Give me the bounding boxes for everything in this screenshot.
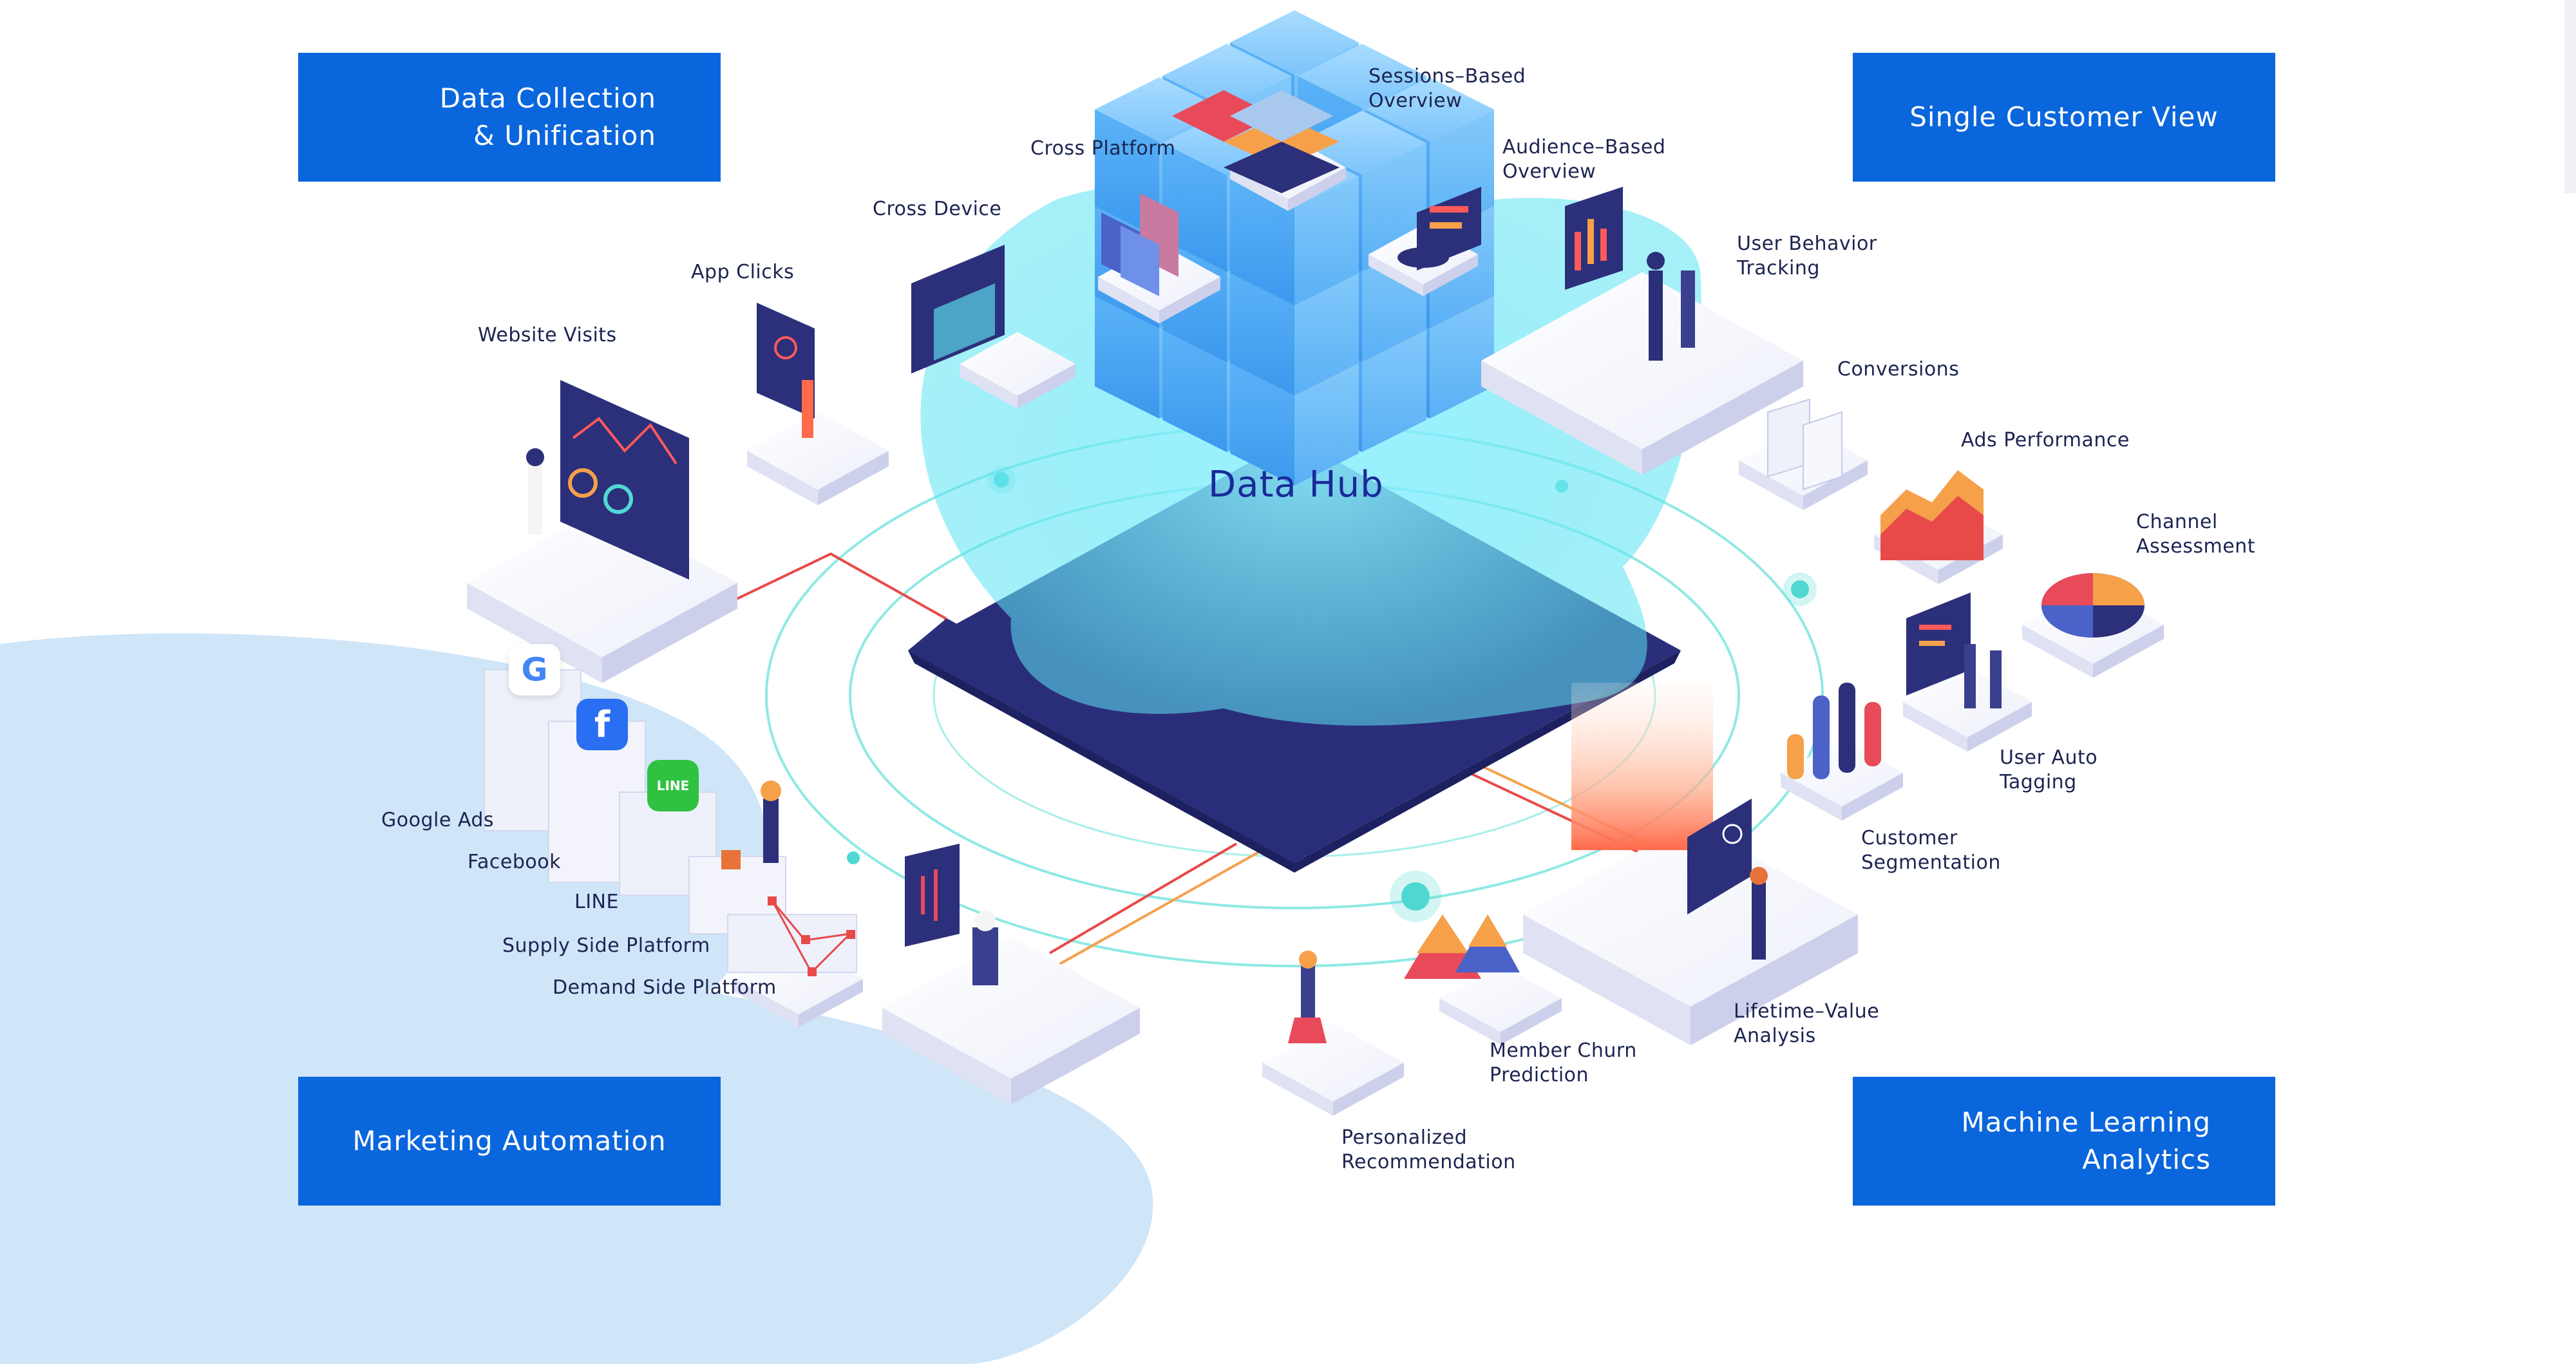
background-blob	[0, 633, 1153, 1364]
sessions-puzzle	[1172, 90, 1340, 193]
audience-dashboard	[1397, 187, 1481, 270]
label-app-clicks: App Clicks	[691, 261, 795, 283]
label-supply-side-platform: Supply Side Platform	[502, 934, 710, 957]
ads-performance-chart	[1880, 470, 1984, 560]
auto-tagging-board	[1906, 592, 2002, 708]
label-conversions: Conversions	[1837, 358, 1960, 381]
personalized-person	[1288, 951, 1327, 1043]
corner-line: Machine Learning	[1961, 1106, 2211, 1138]
label-user-auto-tagging: User Auto Tagging	[2000, 746, 2098, 793]
iso-tile	[1262, 1023, 1404, 1116]
segmentation-bars	[1787, 683, 1881, 779]
corner-line: Single Customer View	[1909, 101, 2219, 133]
channel-pie	[2041, 573, 2145, 638]
corner-line: & Unification	[473, 120, 656, 151]
iso-tile	[1523, 822, 1858, 1045]
hub-title: Data Hub	[1208, 464, 1384, 506]
label-website-visits: Website Visits	[478, 324, 617, 346]
label-demand-side-platform: Demand Side Platform	[553, 976, 777, 999]
iso-tile	[747, 412, 889, 506]
cross-platform-blocks	[1101, 193, 1179, 296]
corner-line: Data Collection	[439, 82, 656, 114]
label-cross-device: Cross Device	[873, 198, 1002, 220]
facebook-icon: f	[576, 699, 628, 750]
label-sessions-based: Sessions–Based Overview	[1368, 65, 1526, 112]
label-personalized-recommendation: Personalized Recommendation	[1341, 1126, 1516, 1173]
corner-line: Marketing Automation	[352, 1125, 667, 1157]
conversions-bags	[1767, 398, 1842, 491]
label-ads-performance: Ads Performance	[1961, 429, 2130, 451]
line-icon: LINE	[647, 760, 699, 811]
label-member-churn: Member Churn Prediction	[1490, 1039, 1637, 1086]
marketing-automation-desk	[905, 844, 998, 985]
isometric-tiles	[467, 135, 2164, 1116]
label-line: LINE	[574, 891, 619, 913]
label-cross-platform: Cross Platform	[1030, 137, 1176, 160]
app-clicks-phone	[757, 303, 815, 438]
iso-tile	[960, 332, 1075, 409]
label-customer-segmentation: Customer Segmentation	[1861, 827, 2001, 874]
corner-line: Analytics	[2082, 1144, 2211, 1175]
label-channel-assessment: Channel Assessment	[2136, 511, 2255, 558]
lifetime-board	[1687, 799, 1768, 960]
user-behavior-board	[1565, 187, 1695, 361]
iso-tile	[1439, 964, 1562, 1045]
website-visits-dashboard	[526, 380, 689, 580]
label-user-behavior: User Behavior Tracking	[1737, 232, 1877, 279]
corner-machine-learning[interactable]: Machine Learning Analytics	[1853, 1077, 2275, 1206]
label-google-ads: Google Ads	[381, 809, 494, 831]
corner-marketing-automation[interactable]: Marketing Automation	[298, 1077, 721, 1206]
cross-device-screens	[911, 245, 1005, 374]
churn-pyramids	[1404, 914, 1520, 979]
corner-single-customer-view[interactable]: Single Customer View	[1853, 53, 2275, 182]
label-audience-based: Audience–Based Overview	[1502, 136, 1666, 183]
person-social	[721, 781, 781, 869]
corner-data-collection[interactable]: Data Collection & Unification	[298, 53, 721, 182]
label-lifetime-value: Lifetime–Value Analysis	[1734, 1000, 1880, 1047]
label-facebook: Facebook	[468, 851, 561, 873]
iso-tile	[882, 937, 1140, 1104]
iso-tile	[1481, 272, 1803, 475]
google-icon: G	[509, 644, 560, 696]
